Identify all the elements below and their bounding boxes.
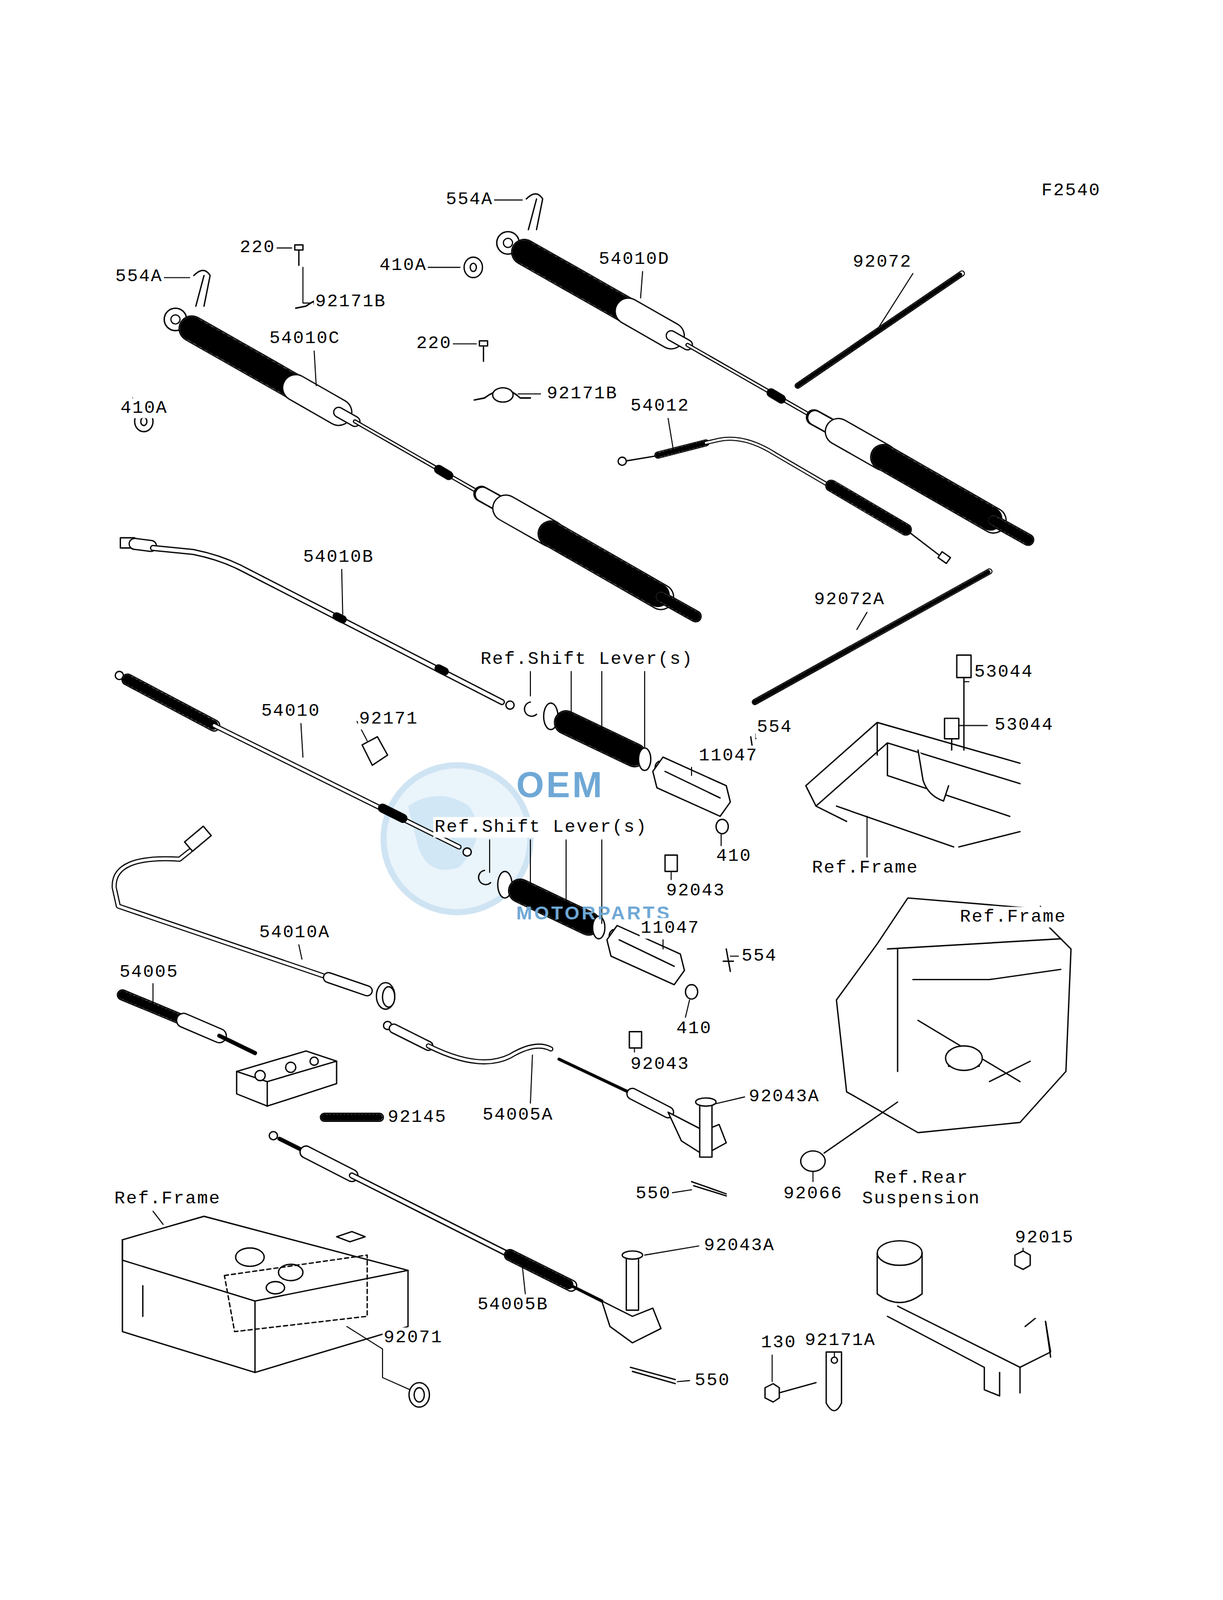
callout-number: 54012 xyxy=(629,395,691,417)
callout-number: 92072A xyxy=(813,589,887,611)
callout-number: 11047 xyxy=(639,917,702,939)
callout-number: 11047 xyxy=(697,745,760,767)
callout-number: 554 xyxy=(755,717,794,738)
callout-number: 130 xyxy=(760,1332,799,1353)
callout-number: 92072 xyxy=(851,252,913,273)
reference-note: Ref.Frame xyxy=(810,857,920,879)
callout-number: 92066 xyxy=(782,1183,844,1205)
callout-number: 53044 xyxy=(973,661,1035,683)
callout-number: 92043 xyxy=(629,1053,691,1075)
callout-number: 410A xyxy=(119,397,169,419)
reference-note: Ref.Frame xyxy=(958,906,1068,928)
reference-note: Ref.Rear Suspension xyxy=(858,1167,984,1210)
callout-number: 550 xyxy=(693,1369,732,1391)
callout-number: 54005A xyxy=(481,1104,555,1126)
reference-note: Ref.Frame xyxy=(113,1188,222,1210)
callout-number: 54010 xyxy=(259,700,322,722)
callout-number: 220 xyxy=(414,333,453,355)
callout-number: 53044 xyxy=(993,714,1055,736)
callout-number: 92043A xyxy=(747,1086,821,1108)
callout-number: 54005 xyxy=(118,962,180,983)
figure-code: F2540 xyxy=(1040,180,1102,202)
reference-note: Ref.Shift Lever(s) xyxy=(433,817,649,838)
watermark: OEM xyxy=(515,765,606,807)
callout-number: 92043A xyxy=(702,1235,776,1256)
callout-number: 220 xyxy=(238,237,277,259)
callout-number: 92145 xyxy=(386,1106,448,1128)
callout-number: 54010C xyxy=(268,328,342,350)
callout-number: 92171B xyxy=(545,383,620,405)
callout-number: 410 xyxy=(675,1017,714,1039)
callout-number: 92071 xyxy=(382,1326,444,1348)
callout-number: 54010B xyxy=(301,546,375,568)
callout-number: 410A xyxy=(378,254,429,276)
callout-number: 550 xyxy=(634,1183,673,1205)
callout-number: 554A xyxy=(114,266,164,287)
callout-number: 54005B xyxy=(476,1294,550,1316)
reference-note: Ref.Shift Lever(s) xyxy=(479,648,695,670)
callout-number: 92043 xyxy=(665,880,727,901)
callout-number: 54010A xyxy=(258,921,332,943)
callout-number: 54010D xyxy=(597,248,671,270)
callout-number: 92171A xyxy=(803,1330,877,1351)
callout-number: 92015 xyxy=(1013,1226,1076,1248)
callout-number: 410 xyxy=(714,845,753,867)
callout-number: 92171B xyxy=(313,291,388,313)
callout-number: 92171 xyxy=(358,708,420,730)
callout-number: 554A xyxy=(444,189,495,211)
callout-number: 554 xyxy=(740,945,779,966)
